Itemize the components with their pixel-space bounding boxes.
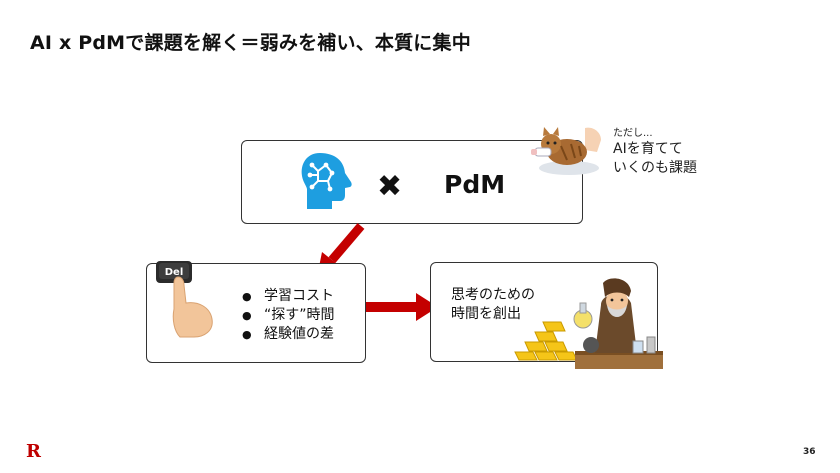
alchemist-illustration bbox=[573, 278, 663, 369]
ai-pdm-box bbox=[241, 140, 583, 224]
gold-bars-illustration bbox=[514, 321, 578, 361]
brain-ai-icon bbox=[301, 153, 352, 209]
focus-text-line2: 時間を創出 bbox=[451, 306, 521, 322]
cat-bottle-illustration bbox=[531, 127, 601, 175]
focus-text-line1: 思考のための bbox=[451, 287, 535, 303]
brand-logo: R bbox=[26, 441, 41, 462]
keyboard-finger-illustration: Del bbox=[156, 261, 213, 338]
multiply-symbol: ✖ bbox=[377, 169, 403, 204]
side-note: AIを育てて いくのも課題 bbox=[613, 140, 697, 178]
side-note-line2: いくのも課題 bbox=[613, 160, 697, 176]
list-item: 経験値の差 bbox=[242, 325, 335, 344]
weakness-list: 学習コスト “探す”時間 経験値の差 bbox=[242, 287, 335, 344]
pdm-label: PdM bbox=[444, 170, 506, 199]
slide-title: AI x PdMで課題を解く＝弱みを補い、本質に集中 bbox=[30, 32, 471, 54]
focus-text: 思考のための 時間を創出 bbox=[451, 286, 535, 324]
side-note-line1: AIを育てて bbox=[613, 141, 683, 157]
list-item: 学習コスト bbox=[242, 287, 335, 306]
list-item: “探す”時間 bbox=[242, 306, 335, 325]
del-key-label: Del bbox=[165, 267, 184, 278]
note-caveat: ただし... bbox=[613, 128, 653, 139]
page-number: 36 bbox=[803, 447, 816, 457]
